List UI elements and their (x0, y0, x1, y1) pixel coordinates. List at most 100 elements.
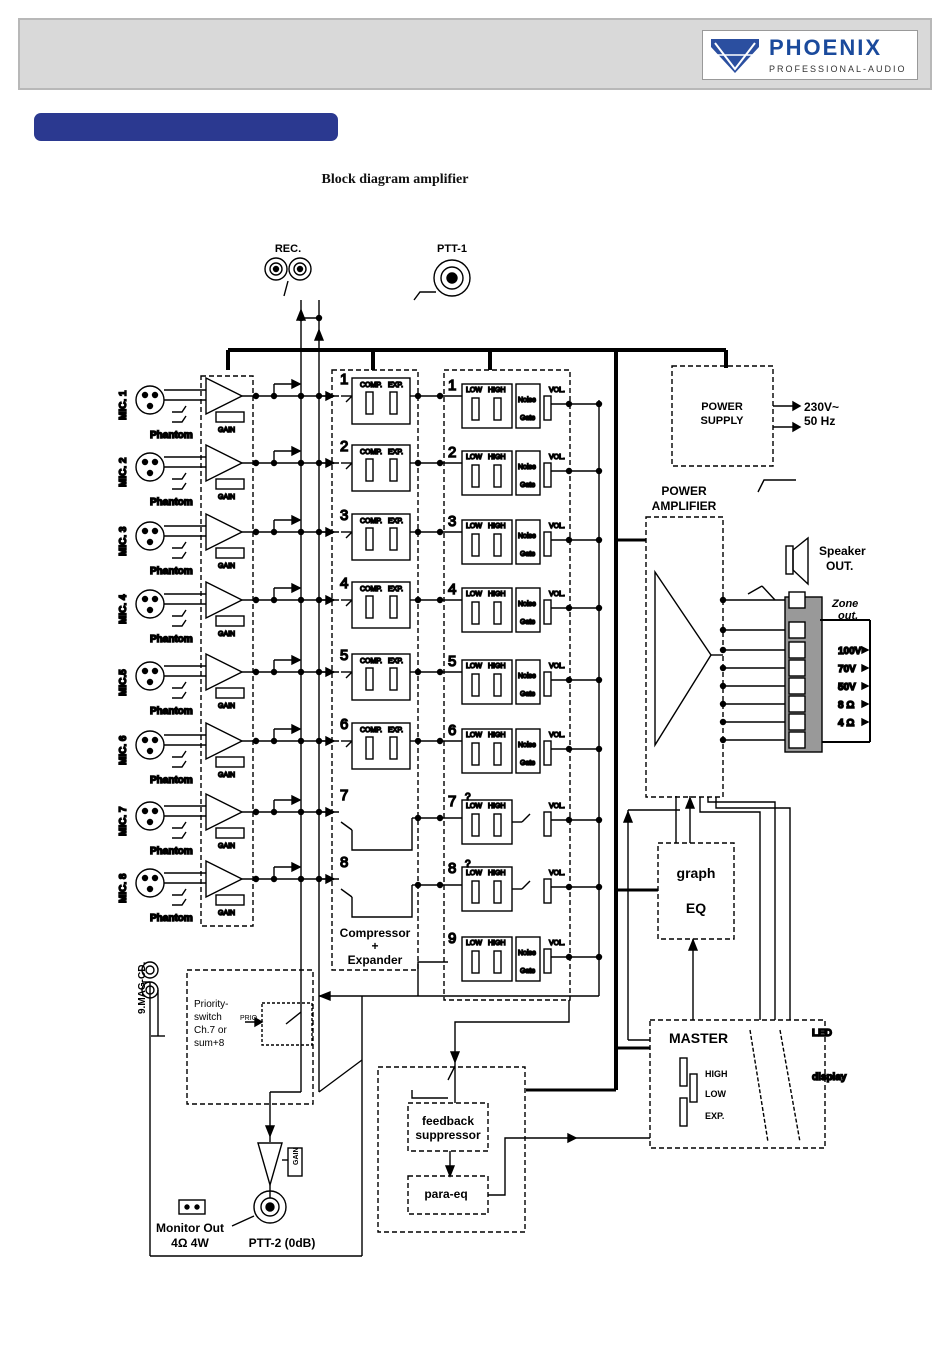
comp-fader-icon (365, 595, 374, 619)
eq-channel-number: 7 (448, 793, 456, 810)
tap-label: 50V (838, 682, 856, 693)
eq-channel-number: 6 (448, 722, 456, 739)
eq-channel-number: 8 (448, 860, 456, 877)
exp-label: EXP. (388, 727, 403, 734)
ptt2-gain-label: GAIN (293, 1148, 300, 1166)
low-label: LOW (466, 940, 482, 947)
eq-channel-number: 9 (448, 930, 456, 947)
low-fader-icon (471, 742, 480, 766)
comp-label: COMP. (360, 449, 382, 456)
exp-label: EXP. (388, 382, 403, 389)
comp-channel-number: 4 (340, 575, 348, 592)
low-fader-icon (471, 533, 480, 557)
comp-fader-icon (365, 527, 374, 551)
high-label: HIGH (488, 454, 506, 461)
eq-channel-number: 3 (448, 513, 456, 530)
phantom-label: Phantom (150, 430, 193, 441)
exp-fader-icon (389, 458, 398, 482)
vol-fader-icon (543, 671, 552, 697)
preamp-triangle (205, 580, 244, 620)
high-fader-icon (493, 464, 502, 488)
eq-low-high-block (461, 587, 513, 633)
xlr-connector-icon (135, 801, 165, 831)
feedback-label-2: suppressor (415, 1128, 481, 1142)
vol-fader-icon (543, 878, 552, 904)
diagram-caption: Block diagram amplifier (321, 172, 469, 187)
eq-low-high-block (461, 936, 513, 982)
gain-label: GAIN (218, 843, 235, 850)
gate-label: Gate (520, 760, 535, 767)
tap-label: 100V (838, 646, 862, 657)
xlr-connector-icon (135, 452, 165, 482)
comp-label: COMP. (360, 382, 382, 389)
high-fader-icon (493, 742, 502, 766)
feedback-label-1: feedback (422, 1114, 474, 1128)
high-label: HIGH (488, 732, 506, 739)
phoenix-logo-icon (711, 39, 759, 73)
comp-label: COMP. (360, 658, 382, 665)
brand-name: PHOENIX (769, 35, 883, 60)
compressor-label-1: Compressor (340, 926, 411, 940)
rec-label: REC. (275, 243, 301, 255)
noise-label: Noise (518, 742, 536, 749)
xlr-connector-icon (135, 385, 165, 415)
phantom-label: Phantom (150, 913, 193, 924)
gain-label: GAIN (218, 772, 235, 779)
mains-frequency: 50 Hz (804, 414, 835, 428)
exp-label: EXP. (388, 449, 403, 456)
high-label: HIGH (488, 870, 506, 877)
noise-label: Noise (518, 673, 536, 680)
noise-gate-block (515, 728, 541, 774)
exp-fader-icon (389, 595, 398, 619)
low-fader-icon (471, 673, 480, 697)
channel-9-input (417, 961, 448, 996)
master-label: MASTER (669, 1030, 728, 1046)
mains-voltage: 230V~ (804, 400, 839, 414)
noise-gate-block (515, 659, 541, 705)
comp-channel-number: 2 (340, 438, 348, 455)
high-label: HIGH (488, 940, 506, 947)
noise-gate-block (515, 587, 541, 633)
gate-label: Gate (520, 691, 535, 698)
master-high-label: HIGH (705, 1069, 728, 1079)
high-fader-icon (493, 601, 502, 625)
high-label: HIGH (488, 803, 506, 810)
zone-label-2: out. (838, 610, 858, 622)
graph-eq-label-2: EQ (686, 900, 706, 916)
priority-label-4: sum+8 (194, 1038, 225, 1049)
low-label: LOW (466, 387, 482, 394)
low-fader-icon (471, 397, 480, 421)
high-fader-icon (493, 397, 502, 421)
prio-label: PRIO. (240, 1015, 259, 1022)
low-label: LOW (466, 870, 482, 877)
monitor-out-label: Monitor Out (156, 1221, 224, 1235)
comp-exp-block (351, 377, 411, 425)
noise-label: Noise (518, 533, 536, 540)
xlr-connector-icon (135, 661, 165, 691)
high-fader-icon (493, 880, 502, 904)
priority-label-3: Ch.7 or (194, 1025, 227, 1036)
gain-label: GAIN (218, 563, 235, 570)
high-fader-icon (493, 813, 502, 837)
led-label: LED (812, 1028, 832, 1039)
phoenix-logo: PHOENIX PROFESSIONAL-AUDIO (702, 30, 918, 80)
gain-label: GAIN (218, 631, 235, 638)
phantom-label: Phantom (150, 566, 193, 577)
speaker-label-2: OUT. (826, 559, 853, 573)
low-label: LOW (466, 454, 482, 461)
power-amp-label-1: POWER (661, 484, 707, 498)
tap-label: 8 Ω (838, 700, 854, 711)
comp-fader-icon (365, 458, 374, 482)
gate-label: Gate (520, 968, 535, 975)
master-low-label: LOW (705, 1089, 726, 1099)
